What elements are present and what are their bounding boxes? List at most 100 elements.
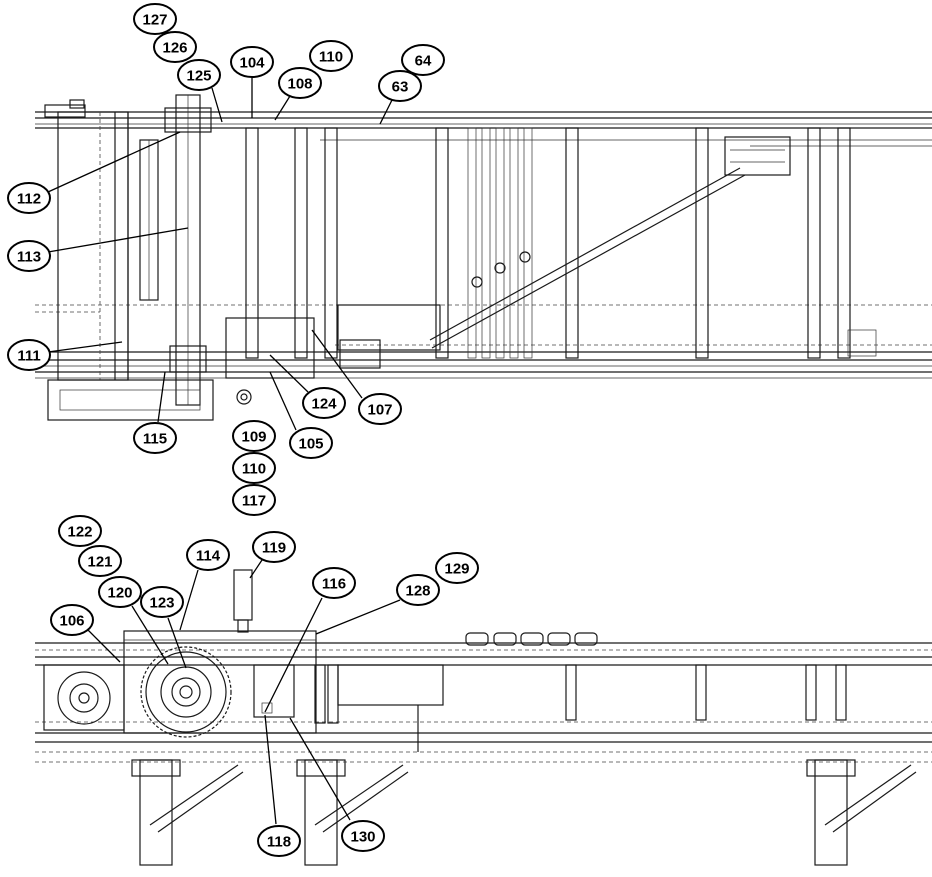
callout-label: 123 xyxy=(149,595,174,612)
callout-label: 114 xyxy=(196,548,221,565)
callout-bubble xyxy=(312,567,356,599)
callout-bubble xyxy=(98,576,142,608)
callout-110: 110 xyxy=(309,40,353,72)
callout-label: 128 xyxy=(405,583,430,600)
callout-118: 118 xyxy=(257,714,301,857)
callout-117: 117 xyxy=(232,484,276,516)
callout-bubble xyxy=(278,67,322,99)
leader-line xyxy=(289,717,351,821)
callout-115: 115 xyxy=(133,371,177,454)
callout-bubble xyxy=(7,240,51,272)
callout-label: 64 xyxy=(415,53,432,70)
leader-line xyxy=(47,131,181,193)
callout-119: 119 xyxy=(249,531,296,579)
callout-106: 106 xyxy=(50,604,121,663)
callout-bubble xyxy=(232,420,276,452)
callout-label: 117 xyxy=(242,493,266,510)
callout-109: 109 xyxy=(232,420,276,452)
callout-label: 112 xyxy=(17,191,41,208)
callout-bubble xyxy=(7,182,51,214)
callout-bubble xyxy=(401,44,445,76)
leader-line xyxy=(87,629,121,663)
callout-label: 119 xyxy=(262,540,286,557)
leader-line xyxy=(179,569,199,631)
leader-line xyxy=(315,599,401,635)
leader-line xyxy=(47,227,189,253)
callout-bubble xyxy=(435,552,479,584)
callout-111: 111 xyxy=(7,339,123,371)
callout-label: 105 xyxy=(298,436,323,453)
callout-bubble xyxy=(7,339,51,371)
callout-bubble xyxy=(396,574,440,606)
callout-bubble xyxy=(257,825,301,857)
callout-112: 112 xyxy=(7,131,181,214)
callout-label: 109 xyxy=(241,429,266,446)
support-legs xyxy=(131,759,917,866)
callout-105: 105 xyxy=(269,371,333,459)
callout-label: 125 xyxy=(186,68,211,85)
callout-label: 110 xyxy=(242,461,266,478)
leader-line xyxy=(47,341,123,353)
callout-113: 113 xyxy=(7,227,189,272)
callout-108: 108 xyxy=(274,67,322,121)
callout-label: 111 xyxy=(17,348,40,365)
roller-slats xyxy=(467,127,533,359)
cross-members xyxy=(245,127,851,359)
leader-line xyxy=(131,605,169,665)
callout-114: 114 xyxy=(179,539,230,631)
callout-128: 128 xyxy=(315,574,440,635)
callout-63: 63 xyxy=(378,70,422,125)
callout-bubble xyxy=(133,3,177,35)
callout-bubble xyxy=(78,545,122,577)
callout-label: 127 xyxy=(142,12,167,29)
callout-label: 118 xyxy=(267,834,291,851)
callout-bubble xyxy=(232,452,276,484)
callout-120: 120 xyxy=(98,576,169,665)
callout-bubble xyxy=(140,586,184,618)
leader-line xyxy=(274,95,291,121)
callout-label: 115 xyxy=(143,431,167,448)
callout-label: 107 xyxy=(367,402,392,419)
top-view xyxy=(35,94,932,421)
callout-126: 126 xyxy=(153,31,197,63)
leader-line xyxy=(269,354,309,393)
callout-125: 125 xyxy=(177,59,223,123)
callout-bubble xyxy=(252,531,296,563)
callout-bubble xyxy=(378,70,422,102)
leader-line xyxy=(264,714,277,825)
callout-bubble xyxy=(302,387,346,419)
callout-label: 104 xyxy=(239,55,265,72)
callout-bubble xyxy=(58,515,102,547)
callout-121: 121 xyxy=(78,545,122,577)
leader-line xyxy=(379,99,393,125)
callout-bubble xyxy=(289,427,333,459)
callout-116: 116 xyxy=(264,567,356,713)
leader-line xyxy=(157,371,166,423)
callout-bubble xyxy=(50,604,94,636)
callout-bubble xyxy=(153,31,197,63)
callout-label: 120 xyxy=(107,585,132,602)
callout-64: 64 xyxy=(401,44,445,76)
callout-130: 130 xyxy=(289,717,385,852)
top-rollers xyxy=(465,632,598,646)
callout-label: 63 xyxy=(392,79,409,96)
callout-bubble xyxy=(177,59,221,91)
callout-104: 104 xyxy=(230,46,274,118)
callout-bubble xyxy=(186,539,230,571)
callout-129: 129 xyxy=(435,552,479,584)
callout-label: 106 xyxy=(59,613,84,630)
callout-bubble xyxy=(232,484,276,516)
callout-107: 107 xyxy=(311,329,402,425)
callout-bubble xyxy=(309,40,353,72)
callout-label: 129 xyxy=(444,561,469,578)
callout-label: 121 xyxy=(87,554,112,571)
callout-label: 126 xyxy=(162,40,187,57)
leader-line xyxy=(311,329,363,399)
callout-bubble xyxy=(358,393,402,425)
callout-label: 108 xyxy=(287,76,312,93)
leader-line xyxy=(269,371,297,431)
callout-bubble xyxy=(133,422,177,454)
leader-line xyxy=(211,87,223,123)
